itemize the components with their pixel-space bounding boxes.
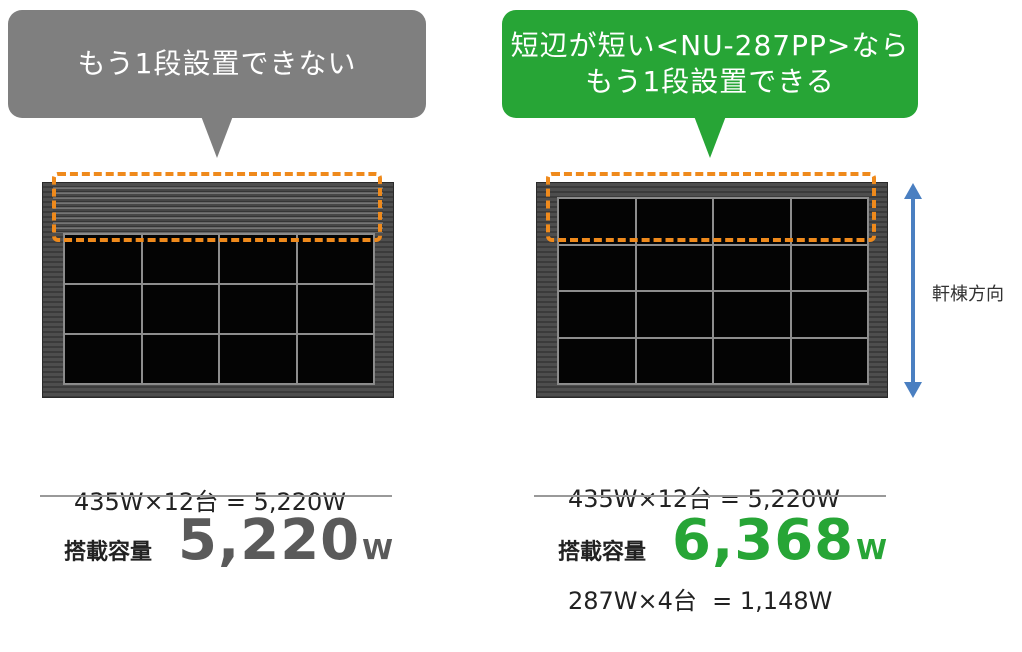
dashed-highlight-right — [546, 172, 876, 242]
roof-ridge-area — [53, 187, 383, 233]
speech-bubble-can-install: 短辺が短い<NU-287PP>なら もう1段設置できる — [502, 10, 918, 158]
solar-panel-module — [559, 292, 635, 337]
solar-panel-module — [297, 235, 373, 283]
solar-panel-module — [65, 335, 141, 383]
divider — [40, 495, 392, 497]
roof-right — [536, 182, 888, 398]
solar-panel-module — [220, 235, 296, 283]
solar-panel-module — [559, 245, 635, 290]
solar-panel-module — [636, 245, 712, 290]
solar-panel-module — [636, 199, 712, 244]
solar-panel-module — [297, 335, 373, 383]
double-arrow-icon — [904, 183, 922, 398]
solar-panel-module — [220, 285, 296, 333]
solar-panel-module — [636, 292, 712, 337]
solar-panel-module — [791, 199, 867, 244]
capacity-value: 6,368 — [672, 508, 855, 573]
solar-panel-module — [791, 338, 867, 383]
bubble-line: 短辺が短い<NU-287PP>なら — [510, 29, 910, 62]
capacity-unit: W — [856, 533, 888, 566]
roof-left — [42, 182, 394, 398]
formula-left: 435W×12台 = 5,220W — [74, 417, 346, 553]
dashed-highlight-left — [52, 172, 382, 242]
solar-panel-module — [65, 235, 141, 283]
solar-array-right — [557, 197, 869, 385]
capacity-label: 搭載容量 — [558, 540, 647, 565]
solar-panel-module — [297, 285, 373, 333]
solar-panel-module — [714, 245, 790, 290]
solar-panel-module — [636, 338, 712, 383]
solar-panel-module — [791, 292, 867, 337]
capacity-label: 搭載容量 — [64, 540, 153, 565]
bubble-tail — [694, 116, 726, 158]
solar-panel-module — [714, 292, 790, 337]
capacity-value: 5,220 — [178, 508, 361, 573]
solar-panel-module — [142, 235, 218, 283]
solar-panel-module — [714, 338, 790, 383]
solar-panel-module — [142, 335, 218, 383]
divider — [534, 495, 886, 497]
solar-panel-module — [559, 338, 635, 383]
solar-panel-module — [559, 199, 635, 244]
formula-line: 435W×12台 = 5,220W — [568, 485, 840, 513]
direction-label: 軒棟方向 — [932, 284, 1004, 305]
solar-panel-module — [714, 199, 790, 244]
solar-panel-module — [220, 335, 296, 383]
bubble-tail — [201, 116, 233, 158]
solar-panel-module — [142, 285, 218, 333]
capacity-left: 搭載容量 5,220 W — [64, 508, 393, 573]
solar-panel-module — [791, 245, 867, 290]
bubble-text: もう1段設置できない — [77, 47, 357, 80]
bubble-line: もう1段設置できる — [585, 65, 835, 98]
solar-panel-module — [65, 285, 141, 333]
capacity-right: 搭載容量 6,368 W — [558, 508, 887, 573]
formula-line: 287W×4台 = 1,148W — [568, 587, 833, 615]
solar-array-left — [63, 233, 375, 385]
formula-line: 435W×12台 = 5,220W — [74, 488, 346, 516]
capacity-unit: W — [362, 533, 394, 566]
speech-bubble-cannot-install: もう1段設置できない — [8, 10, 426, 158]
